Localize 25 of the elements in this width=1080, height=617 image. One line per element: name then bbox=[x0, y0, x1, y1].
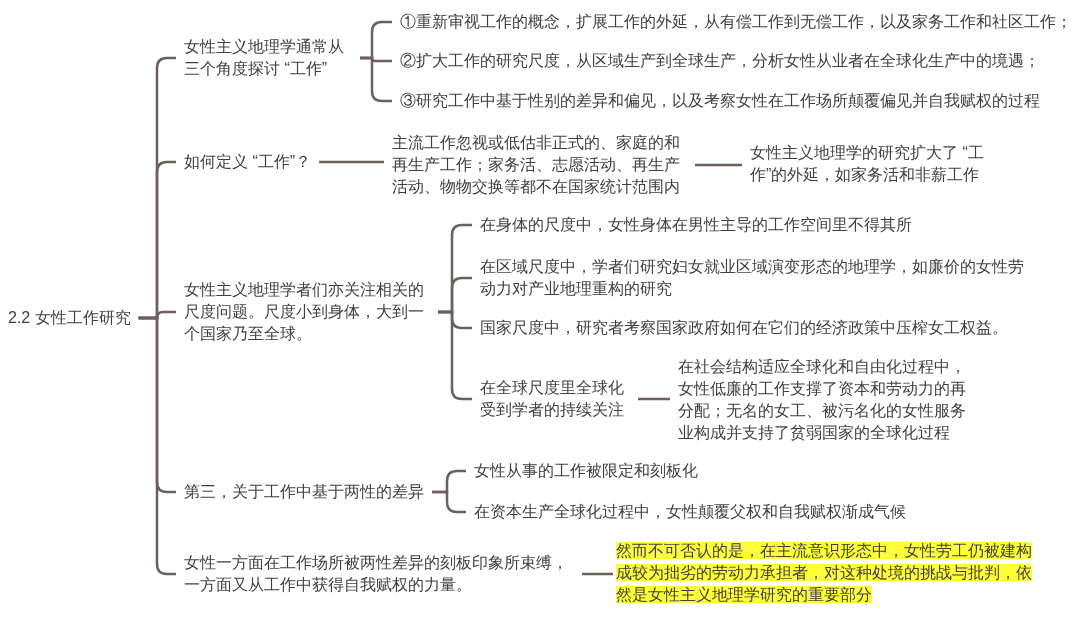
branch-topic: 如何定义 “工作”？ bbox=[176, 151, 320, 173]
subtopic: 在社会结构适应全球化和自由化过程中，女性低廉的工作支撑了资本和劳动力的再分配；无名的女工、被污名化的女性服务业构成并支持了贫弱国家的全球化过程 bbox=[670, 356, 981, 444]
subtopic: 在身体的尺度中，女性身体在男性主导的工作空间里不得其所 bbox=[472, 214, 920, 236]
subtopic: ③研究工作中基于性别的差异和偏见，以及考察女性在工作场所颠覆偏见并自我赋权的过程 bbox=[392, 90, 1048, 112]
branch-topic: 女性一方面在工作场所被两性差异的刻板印象所束缚，一方面又从工作中获得自我赋权的力量。 bbox=[176, 552, 582, 596]
branch-topic: 第三，关于工作中基于两性的差异 bbox=[176, 481, 432, 503]
branch-topic: 女性主义地理学通常从三个角度探讨 “工作” bbox=[176, 36, 360, 80]
connector-line bbox=[638, 397, 670, 401]
central-topic: 2.2 女性工作研究 bbox=[0, 307, 139, 329]
subtopic: 在资本生产全球化过程中，女性颠覆父权和自我赋权渐成气候 bbox=[466, 501, 914, 523]
subtopic: ②扩大工作的研究尺度，从区域生产到全球生产，分析女性从业者在全球化生产中的境遇； bbox=[392, 50, 1048, 72]
subtopic: 主流工作忽视或低估非正式的、家庭的和再生产工作；家务活、志愿活动、再生产活动、物物交换等都不在国家统计范围内 bbox=[384, 132, 695, 198]
connector-line bbox=[432, 490, 466, 514]
subtopic: 在区域尺度中，学者们研究妇女就业区域演变形态的地理学，如廉价的女性劳动力对产业地理重构的研究 bbox=[472, 256, 1038, 300]
connector-line bbox=[319, 160, 384, 164]
branch-topic: 女性主义地理学者们亦关注相关的尺度问题。尺度小到身体，大到一个国家乃至全球。 bbox=[176, 279, 438, 345]
connector-line bbox=[582, 572, 613, 576]
subtopic: 女性从事的工作被限定和刻板化 bbox=[466, 460, 706, 482]
connector-line bbox=[695, 163, 742, 167]
subtopic: ①重新审视工作的概念，扩展工作的外延，从有偿工作到无偿工作，以及家务工作和社区工作； bbox=[392, 11, 1080, 33]
connector-line bbox=[360, 56, 392, 103]
subtopic: 国家尺度中，研究者考察国家政府如何在它们的经济政策中压榨女工权益。 bbox=[472, 317, 1016, 339]
connector-line bbox=[438, 310, 472, 401]
subtopic: 在全球尺度里全球化受到学者的持续关注 bbox=[472, 377, 638, 421]
subtopic: 女性主义地理学的研究扩大了 “工作”的外延，如家务活和非薪工作 bbox=[742, 142, 1000, 186]
